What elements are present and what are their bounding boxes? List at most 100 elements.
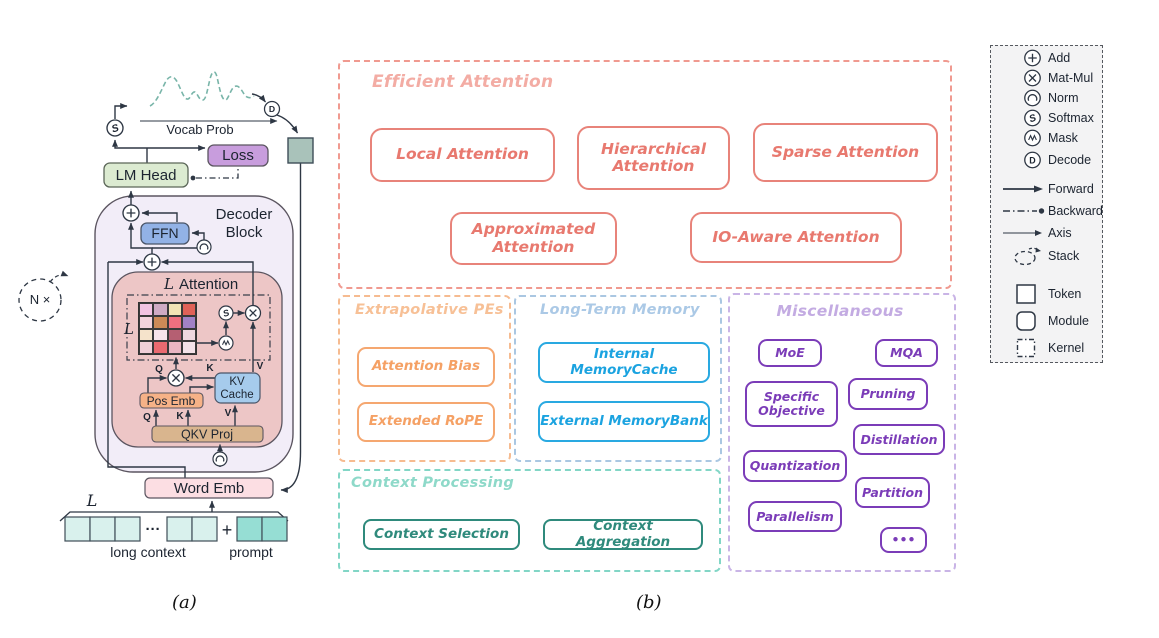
v-label: V — [257, 361, 264, 372]
mask-icon — [218, 335, 234, 351]
sequence-ellipsis: ··· — [146, 521, 161, 538]
item-specific-objective: Specific Objective — [745, 381, 838, 427]
kernel-box — [126, 294, 271, 361]
item-io-aware-attention: IO-Aware Attention — [690, 212, 902, 263]
token-cell — [191, 516, 218, 542]
norm-icon — [196, 239, 212, 255]
legend-label: Mat-Mul — [1048, 71, 1094, 85]
forward-arrow-icon — [1003, 185, 1043, 193]
item-local-attention: Local Attention — [370, 128, 555, 182]
stack-icon: N × — [18, 270, 69, 322]
decoder-block-label-line1: Decoder — [216, 206, 273, 223]
item-distillation: Distillation — [853, 424, 945, 455]
attention-matrix-cell — [153, 315, 168, 329]
token-cell — [89, 516, 116, 542]
token-cell — [166, 516, 193, 542]
matmul-icon — [1024, 69, 1041, 87]
matmul-icon — [244, 304, 262, 322]
input-sequence: ··· + long context prompt L — [59, 491, 289, 560]
item-extended-rope: Extended RoPE — [357, 402, 495, 442]
token-cell — [114, 516, 141, 542]
loss-label: Loss — [222, 147, 254, 164]
backward-arrow-icon — [1003, 208, 1045, 214]
item-sparse-attention: Sparse Attention — [753, 123, 938, 182]
item-misc-ellipsis: ••• — [880, 527, 927, 553]
legend-label: Forward — [1048, 182, 1094, 196]
attention-matrix-cell — [181, 303, 196, 316]
word-emb-box — [144, 477, 274, 499]
stack-icon — [1014, 247, 1041, 266]
item-context-selection: Context Selection — [363, 519, 520, 550]
decoder-block-label-line2: Block — [226, 224, 263, 241]
attention-matrix-cell — [181, 315, 196, 329]
kernel-shape-icon — [1016, 338, 1036, 358]
item-internal-memorycache: Internal MemoryCache — [538, 342, 710, 383]
legend-item-mask: Mask — [991, 129, 1102, 147]
lm-head-box — [103, 162, 189, 188]
add-icon — [122, 204, 140, 222]
token-feedback-arrow — [280, 163, 302, 493]
legend-item-matmul: Mat-Mul — [991, 69, 1102, 87]
ffn-label: FFN — [151, 225, 178, 241]
legend-item-kernel: Kernel — [991, 337, 1102, 359]
decode-icon — [1024, 151, 1041, 169]
section-context-processing — [338, 469, 721, 572]
item-hierarchical-attention: Hierarchical Attention — [577, 126, 730, 190]
pos-emb-label: Pos Emb — [147, 394, 196, 408]
caption-b: (b) — [636, 592, 662, 613]
attention-matrix-cell — [139, 303, 154, 316]
long-context-label: long context — [110, 544, 186, 560]
attention-matrix-cell — [139, 341, 154, 354]
forward-arrows — [107, 93, 302, 512]
softmax-icon — [1024, 109, 1041, 127]
item-mqa: MQA — [875, 339, 938, 367]
qkv-proj-label: QKV Proj — [181, 428, 233, 442]
section-efficient-attention — [338, 60, 952, 289]
kv-cache-label-1: KV — [229, 376, 245, 388]
attention-title: Attention — [179, 276, 238, 293]
legend-label: Softmax — [1048, 111, 1094, 125]
v-label: V — [225, 408, 232, 419]
add-icon — [1024, 49, 1041, 67]
qkv-labels: Q K V Q K V — [143, 361, 264, 423]
backward-arrow — [190, 168, 239, 181]
legend-label: Stack — [1048, 249, 1080, 263]
legend-item-decode: Decode — [991, 151, 1102, 169]
loss-box — [207, 144, 269, 167]
item-context-aggregation: Context Aggregation — [543, 519, 703, 550]
item-pruning: Pruning — [848, 378, 928, 410]
legend-label: Module — [1048, 314, 1089, 328]
k-label: K — [206, 363, 214, 374]
legend-label: Axis — [1048, 226, 1072, 240]
legend-item-axis: Axis — [991, 224, 1102, 242]
legend-label: Mask — [1048, 131, 1078, 145]
legend-label: Add — [1048, 51, 1071, 65]
q-label: Q — [143, 412, 151, 423]
attention-matrix-cell — [153, 328, 168, 342]
vocab-prob-label: Vocab Prob — [166, 122, 233, 137]
legend-label: Norm — [1048, 91, 1079, 105]
section-long-term-memory — [514, 295, 722, 462]
token-cell — [64, 516, 91, 542]
mask-icon — [1024, 129, 1041, 147]
qkv-proj-box — [151, 425, 264, 443]
legend-item-stack: Stack — [991, 245, 1102, 267]
softmax-icon — [106, 119, 124, 137]
attention-matrix-cell — [167, 303, 182, 316]
section-title-miscellaneous: Miscellaneous — [776, 302, 904, 320]
prompt-label: prompt — [229, 544, 273, 560]
matmul-icon — [167, 369, 185, 387]
q-label: Q — [155, 364, 163, 375]
legend-label: Token — [1048, 287, 1082, 301]
attention-matrix-cell — [167, 315, 182, 329]
prompt-token-cell — [236, 516, 263, 542]
attention-matrix-cell — [181, 328, 196, 342]
item-parallelism: Parallelism — [748, 501, 842, 532]
legend-item-backward: Backward — [991, 202, 1103, 220]
kv-cache-box — [214, 372, 261, 404]
item-moe: MoE — [758, 339, 822, 367]
prompt-token-cell — [261, 516, 288, 542]
section-title-efficient-attention: Efficient Attention — [372, 72, 554, 92]
item-partition: Partition — [855, 477, 930, 508]
